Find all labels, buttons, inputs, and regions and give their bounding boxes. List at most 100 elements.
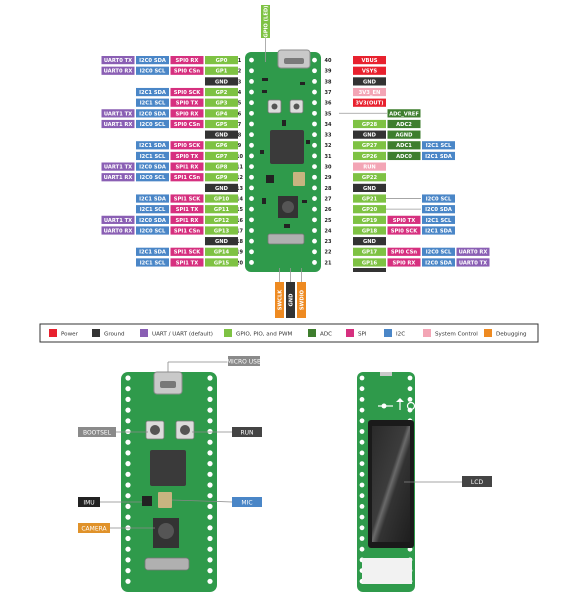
pin-number: 27 <box>325 196 332 202</box>
pin-label-text: ADC0 <box>396 154 412 160</box>
pin-label-box <box>170 109 204 118</box>
pin-label-text: I2C1 SCL <box>140 154 166 160</box>
pin-hole <box>207 461 213 467</box>
pin-hole <box>249 206 254 212</box>
debug-pin-box <box>275 282 284 318</box>
pin-label-box <box>422 194 455 203</box>
pin-label-box <box>136 194 169 203</box>
pin-label-text: SPI0 RX <box>176 58 199 64</box>
pin-number: 7 <box>238 122 242 128</box>
pin-hole <box>359 504 365 509</box>
pin-hole <box>125 482 131 488</box>
pin-label-text: I2C0 SDA <box>139 58 166 64</box>
pin-hole <box>312 100 317 106</box>
pin-number: 14 <box>236 196 243 202</box>
pin-number: 32 <box>325 143 332 149</box>
pin-label-box <box>136 173 169 182</box>
pin-label-box <box>205 56 238 65</box>
pin-label-text: GP11 <box>214 207 230 213</box>
pin-hole <box>249 110 254 116</box>
pin-label-text: UART1 RX <box>104 175 133 181</box>
legend-swatch <box>92 329 100 337</box>
pin-label-text: UART0 RX <box>459 250 488 256</box>
debug-pin-box <box>286 282 295 318</box>
pin-label-box <box>170 87 204 97</box>
top-gpio-label-text: GPIO (LED) <box>264 5 270 37</box>
camera-lens <box>282 201 294 213</box>
pin-label-box <box>170 98 204 107</box>
run-callout-text: RUN <box>240 430 253 437</box>
pin-holes-left <box>249 57 254 265</box>
pin-label-text: UART0 RX <box>104 69 133 75</box>
pin-hole <box>359 482 365 488</box>
pin-label-text: SPI1 SCK <box>174 196 201 202</box>
pin-label-text: GND <box>363 79 377 85</box>
pin-label-box <box>353 268 386 272</box>
pin-label-text: SPI1 TX <box>176 260 198 266</box>
pin-label-box <box>101 162 135 171</box>
pin-label-box <box>353 258 386 267</box>
pin-label-box <box>101 119 135 129</box>
pin-label-box <box>205 215 238 224</box>
pin-label-text: SPI0 SCK <box>391 228 418 234</box>
pin-hole <box>125 407 131 413</box>
pin-label-box <box>205 226 238 235</box>
pin-label-text: SPI1 CSn <box>174 228 201 234</box>
pin-label-box <box>205 98 238 107</box>
pin-label-box <box>136 109 169 118</box>
legend-item: ADC <box>308 329 332 338</box>
board-back-lcd <box>357 372 416 592</box>
pin-hole <box>312 164 317 170</box>
legend-label: Debugging <box>496 332 527 338</box>
pin-label-text: UART1 TX <box>104 111 132 117</box>
pin-label-box <box>353 247 386 256</box>
bootsel-callout-text: BOOTSEL <box>83 430 112 437</box>
pin-hole <box>359 418 365 424</box>
pin-label-text: I2C0 SDA <box>425 207 452 213</box>
pin-number: 4 <box>238 90 242 96</box>
pin-label-box <box>387 247 421 256</box>
pin-hole <box>312 185 317 191</box>
pin-label-box <box>136 56 169 65</box>
pin-hole <box>125 461 131 467</box>
pin-hole <box>312 217 317 223</box>
pin-hole <box>249 89 254 95</box>
legend-swatch <box>484 329 492 337</box>
legend-item: Ground <box>92 329 125 338</box>
pin-label-text: SPI1 TX <box>176 207 198 213</box>
pin-label-box <box>205 77 238 86</box>
pin-number: 34 <box>325 122 332 128</box>
pin-label-text: I2C1 SCL <box>140 101 166 107</box>
pin-label-box <box>136 98 169 107</box>
pin-label-box <box>353 226 386 235</box>
smd-components <box>260 78 310 228</box>
pin-label-text: SPI0 TX <box>393 218 415 224</box>
lcd-callout: LCD <box>404 476 492 487</box>
pin-hole <box>125 418 131 424</box>
pin-label-text: GP3 <box>216 101 228 107</box>
legend-label: Ground <box>104 332 125 338</box>
pin-hole <box>207 396 213 402</box>
debug-pin-text: GND <box>289 293 295 307</box>
pin-label-text: SPI0 TX <box>176 154 198 160</box>
pin-number: 25 <box>325 218 332 224</box>
pin-hole <box>359 386 365 392</box>
pin-number: 2 <box>238 69 242 75</box>
pin-label-text: GP12 <box>214 218 230 224</box>
lcd-callout-text: LCD <box>471 479 484 486</box>
pin-label-box <box>136 226 169 235</box>
lcd-backing <box>362 558 412 584</box>
pin-hole <box>312 142 317 148</box>
